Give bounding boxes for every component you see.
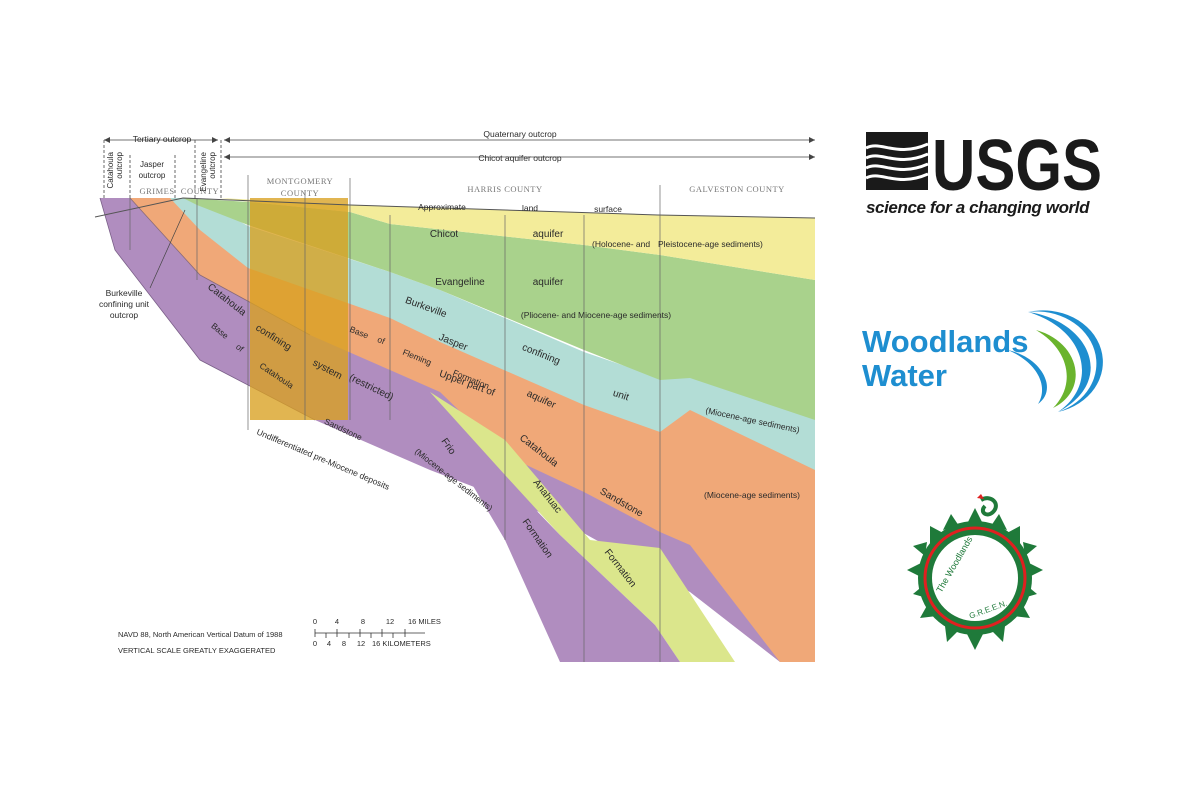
grimes-county-label: COUNTY bbox=[181, 186, 219, 196]
hydrogeologic-cross-section: Tertiary outcrop Quaternary outcrop Chic… bbox=[94, 129, 816, 662]
galveston-county-label: GALVESTON COUNTY bbox=[689, 184, 785, 194]
woodlands-water-line1: Woodlands bbox=[862, 324, 1029, 359]
montgomery-label-1: MONTGOMERY bbox=[267, 176, 333, 186]
montgomery-label-2: COUNTY bbox=[281, 188, 319, 198]
miocene-jasper-label: (Miocene-age sediments) bbox=[704, 490, 800, 500]
burkeville-outcrop-1: Burkeville bbox=[106, 288, 143, 298]
woodlands-water-line2: Water bbox=[862, 358, 947, 393]
burkeville-unit-label: unit bbox=[611, 388, 630, 404]
scale-km-16: 16 KILOMETERS bbox=[372, 639, 431, 648]
scale-bar bbox=[314, 629, 425, 638]
woodlands-green-logo: The Woodlands G.R.E.E.N. bbox=[907, 494, 1043, 650]
evangeline-label: Evangeline bbox=[435, 277, 485, 288]
usgs-wave-icon bbox=[866, 132, 929, 190]
scale-mile-8: 8 bbox=[361, 617, 365, 626]
anahuac-layer bbox=[430, 392, 735, 662]
datum-label: NAVD 88, North American Vertical Datum o… bbox=[118, 630, 283, 639]
usgs-logo: USGS bbox=[866, 130, 1102, 206]
evangeline-aquifer-label: aquifer bbox=[533, 277, 564, 288]
tertiary-outcrop-label: Tertiary outcrop bbox=[133, 134, 192, 144]
of-label: of bbox=[376, 334, 387, 346]
scale-mile-0: 0 bbox=[313, 617, 317, 626]
burkeville-outcrop-2: confining unit bbox=[99, 299, 150, 309]
catahoula-outcrop-label-2: outcrop bbox=[115, 151, 124, 178]
scale-mile-16: 16 MILES bbox=[408, 617, 441, 626]
jasper-outcrop-label-1: Jasper bbox=[140, 160, 164, 169]
scale-km-12: 12 bbox=[357, 639, 365, 648]
scale-mile-12: 12 bbox=[386, 617, 394, 626]
burkeville-outcrop-3: outcrop bbox=[110, 310, 139, 320]
chicot-outcrop-label: Chicot aquifer outcrop bbox=[478, 153, 561, 163]
chicot-aquifer-label: aquifer bbox=[533, 229, 564, 240]
surface-label-2: land bbox=[522, 203, 538, 213]
surface-label-3: surface bbox=[594, 204, 622, 214]
surface-label-1: Approximate bbox=[418, 202, 466, 212]
pliocene-label: (Pliocene- and Miocene-age sediments) bbox=[521, 310, 671, 320]
quaternary-outcrop-label: Quaternary outcrop bbox=[483, 129, 557, 139]
woodlands-water-wordmark: Woodlands Water bbox=[862, 325, 1028, 393]
chicot-layer bbox=[220, 198, 815, 280]
frio-layer bbox=[420, 395, 680, 662]
holocene-label-1: (Holocene- and bbox=[592, 239, 650, 249]
holocene-label-2: Pleistocene-age sediments) bbox=[658, 239, 763, 249]
chicot-label: Chicot bbox=[430, 229, 459, 240]
usgs-wordmark: USGS bbox=[932, 130, 1102, 206]
harris-county-label: HARRIS COUNTY bbox=[467, 184, 542, 194]
vertical-scale-label: VERTICAL SCALE GREATLY EXAGGERATED bbox=[118, 646, 276, 655]
evangeline-outcrop-label-1: Evangeline bbox=[199, 151, 208, 191]
usgs-tagline: science for a changing world bbox=[866, 198, 1090, 217]
scale-mile-4: 4 bbox=[335, 617, 339, 626]
scale-km-4: 4 bbox=[327, 639, 331, 648]
catahoula-outcrop-label-1: Catahoula bbox=[106, 151, 115, 188]
scale-km-0: 0 bbox=[313, 639, 317, 648]
montgomery-highlight bbox=[250, 198, 348, 420]
woodlands-water-swoosh-icon bbox=[1008, 310, 1103, 412]
evangeline-outcrop-label-2: outcrop bbox=[208, 151, 217, 178]
scale-km-8: 8 bbox=[342, 639, 346, 648]
grimes-label: GRIMES bbox=[139, 186, 174, 196]
jasper-outcrop-label-2: outcrop bbox=[139, 171, 166, 180]
